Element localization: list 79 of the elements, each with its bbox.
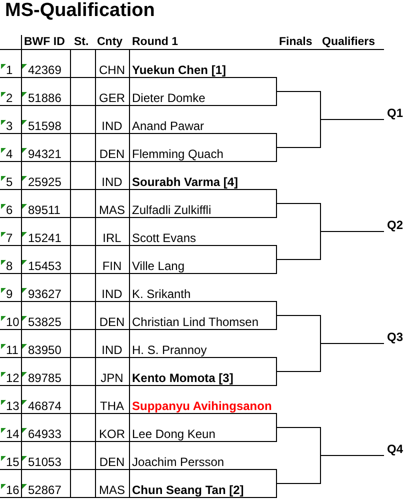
row-number: 14: [6, 427, 20, 441]
column-header: St.: [74, 35, 89, 49]
player-name: Chun Seang Tan [2]: [132, 483, 244, 497]
player-name: Christian Lind Thomsen: [132, 315, 259, 329]
player-id: 53825: [28, 315, 62, 329]
player-name: Yuekun Chen [1]: [132, 63, 226, 77]
country-code: IND: [102, 287, 122, 301]
player-name: Kento Momota [3]: [132, 371, 234, 385]
row-number: 5: [6, 175, 13, 189]
player-id: 15241: [28, 231, 62, 245]
player-id: 94321: [28, 147, 62, 161]
column-header: Qualifiers: [322, 35, 376, 49]
player-name: Flemming Quach: [132, 147, 224, 161]
country-code: IRL: [102, 231, 122, 245]
qualifier-label: Q4: [384, 442, 404, 456]
country-code: IND: [102, 175, 122, 189]
player-id: 51886: [28, 91, 62, 105]
player-name: Ville Lang: [132, 259, 184, 273]
row-number: 12: [6, 371, 20, 385]
country-code: MAS: [99, 483, 125, 497]
player-id: 89785: [28, 371, 62, 385]
column-header: Finals: [279, 35, 312, 49]
player-name: Anand Pawar: [132, 119, 204, 133]
country-code: IND: [102, 343, 122, 357]
country-code: CHN: [99, 63, 125, 77]
player-name: Lee Dong Keun: [132, 427, 216, 441]
row-number: 7: [6, 231, 13, 245]
column-header: Cnty: [97, 35, 123, 49]
row-number: 9: [6, 287, 13, 301]
player-id: 15453: [28, 259, 62, 273]
player-id: 25925: [28, 175, 62, 189]
player-id: 46874: [28, 399, 62, 413]
row-number: 6: [6, 203, 13, 217]
row-number: 15: [6, 455, 20, 469]
country-code: JPN: [100, 371, 124, 385]
player-name: K. Srikanth: [132, 287, 191, 301]
country-code: DEN: [99, 455, 125, 469]
player-name: Sourabh Varma [4]: [132, 175, 238, 189]
row-number: 16: [6, 483, 20, 497]
column-header: BWF ID: [24, 35, 65, 49]
qualifier-label: Q3: [384, 330, 404, 344]
row-number: 8: [6, 259, 13, 273]
row-number: 4: [6, 147, 13, 161]
bracket-line: [276, 119, 384, 162]
player-id: 89511: [28, 203, 60, 217]
row-number: 1: [6, 63, 13, 77]
qualifier-label: Q1: [384, 106, 404, 120]
country-code: IND: [102, 119, 122, 133]
bracket-line: [276, 343, 384, 386]
bracket-line: [276, 455, 384, 498]
row-number: 10: [6, 315, 20, 329]
row-number: 11: [6, 343, 18, 357]
player-id: 42369: [28, 63, 62, 77]
player-id: 64933: [28, 427, 62, 441]
country-code: KOR: [99, 427, 125, 441]
country-code: MAS: [99, 203, 125, 217]
player-name: Scott Evans: [132, 231, 196, 245]
player-id: 83950: [28, 343, 62, 357]
country-code: DEN: [99, 147, 125, 161]
country-code: FIN: [102, 259, 122, 273]
player-name: Suppanyu Avihingsanon: [132, 399, 272, 413]
country-code: GER: [99, 91, 125, 105]
player-name: Zulfadli Zulkiffli: [132, 203, 212, 217]
player-id: 51598: [28, 119, 62, 133]
column-header: Round 1: [132, 35, 178, 49]
qualifier-label: Q2: [384, 218, 404, 232]
country-code: THA: [100, 399, 124, 413]
player-id: 52867: [28, 483, 62, 497]
title: MS-Qualification: [5, 0, 155, 22]
country-code: DEN: [99, 315, 125, 329]
player-id: 51053: [28, 455, 62, 469]
row-number: 2: [6, 91, 13, 105]
bracket-line: [276, 231, 384, 274]
player-name: H. S. Prannoy: [132, 343, 207, 357]
player-id: 93627: [28, 287, 62, 301]
player-name: Joachim Persson: [132, 455, 224, 469]
player-name: Dieter Domke: [132, 91, 206, 105]
row-number: 3: [6, 119, 13, 133]
row-number: 13: [6, 399, 20, 413]
